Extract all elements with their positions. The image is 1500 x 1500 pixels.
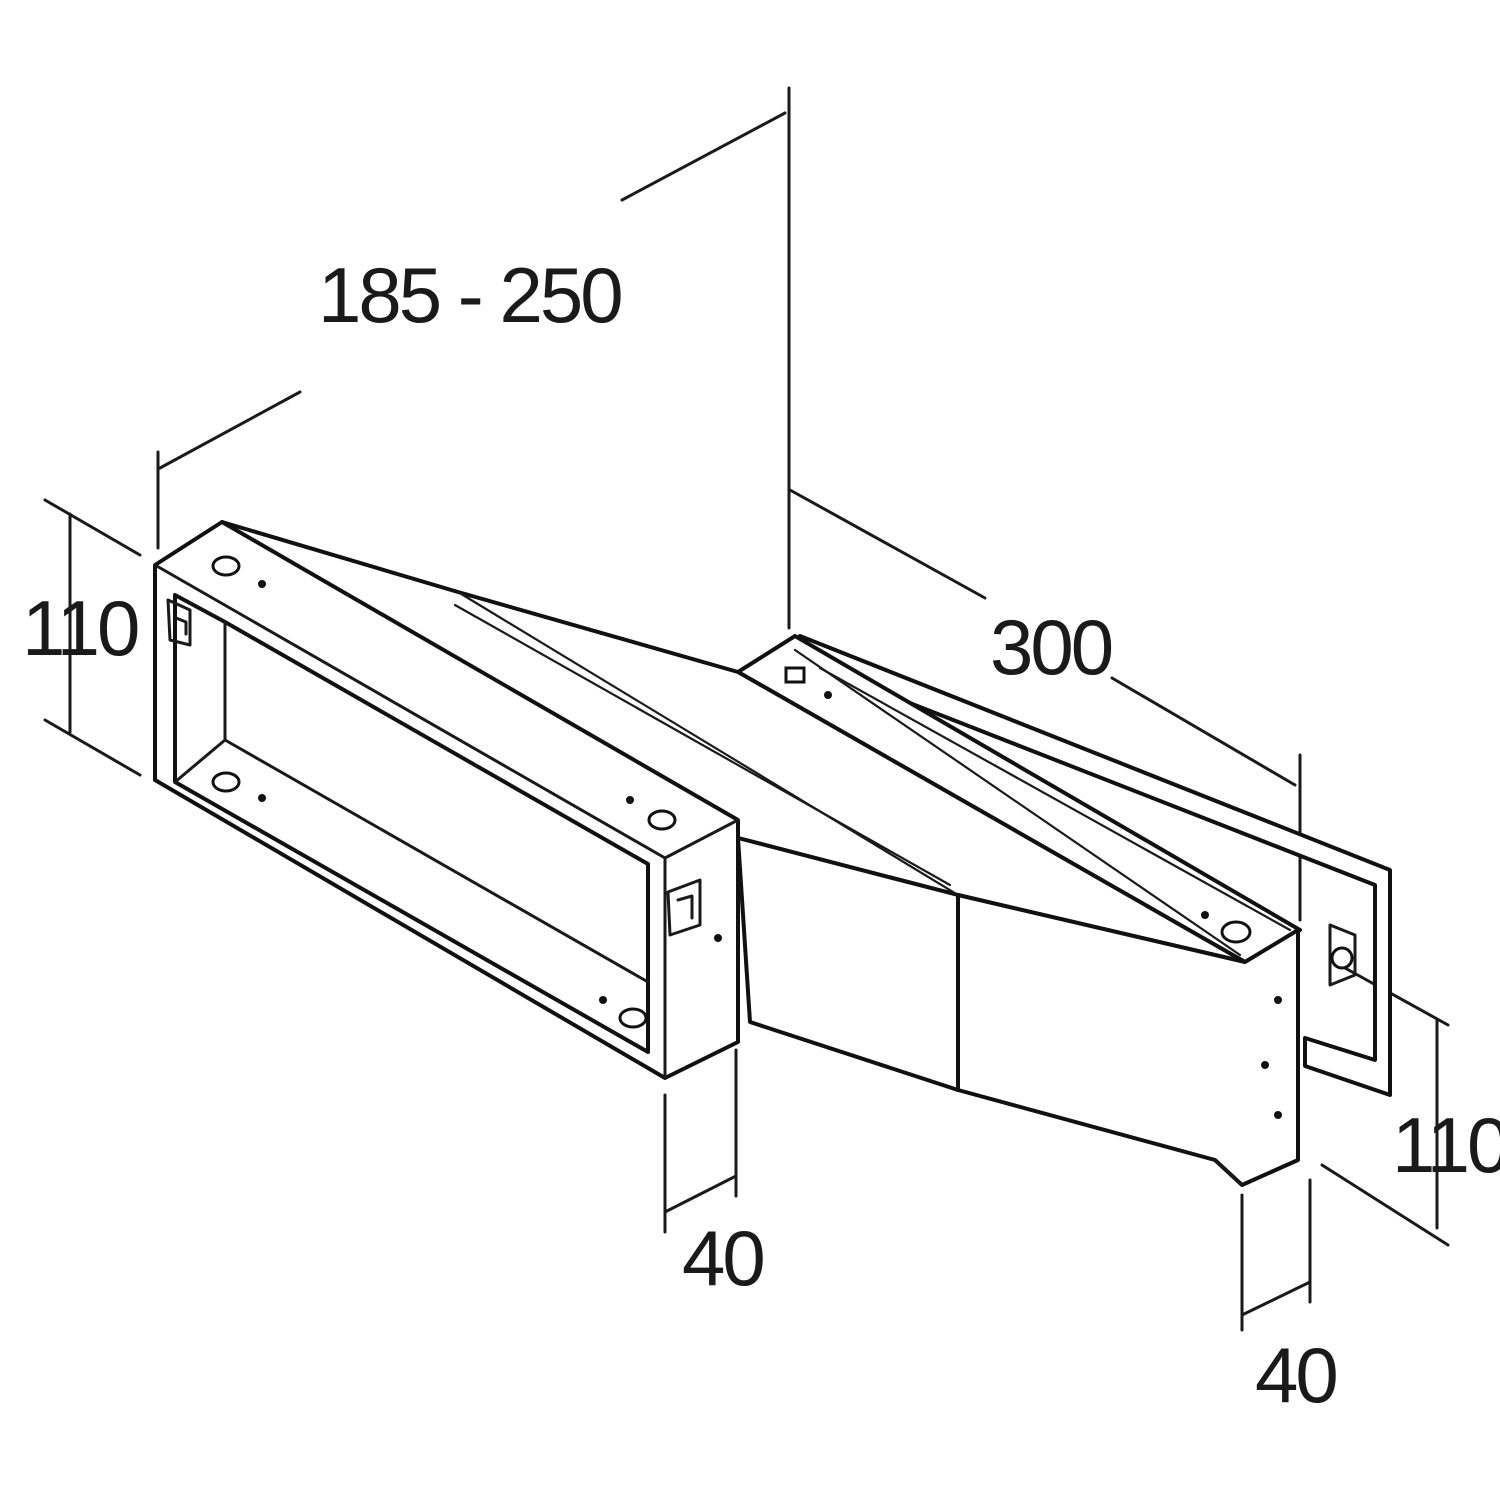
- left-box-inner-opening: [173, 593, 650, 1054]
- screw-dot-8: [1261, 1061, 1269, 1069]
- dimension-lines: [43, 86, 1450, 1332]
- screw-dot-4: [599, 996, 607, 1004]
- sleeve-foot-line: [1213, 1158, 1244, 1187]
- ext-line-height-left-top: [43, 498, 142, 557]
- sleeve-guide-line-1: [456, 590, 960, 897]
- rear-clip-hole: [1330, 946, 1354, 970]
- screw-dot-1: [258, 580, 266, 588]
- rear-clip: [1328, 923, 1357, 987]
- mounting-hole-1: [211, 555, 241, 577]
- screw-dot-5: [824, 691, 832, 699]
- screw-dot-2: [258, 794, 266, 802]
- mounting-hole-5: [1220, 920, 1252, 944]
- right-sleeve-face: [956, 893, 1300, 1187]
- dim-label-depth-right: 40: [1255, 1331, 1336, 1419]
- screw-dot-3: [626, 796, 634, 804]
- screw-dot-10: [714, 934, 722, 942]
- left-box-inner-floor-edge: [223, 738, 650, 984]
- left-box-top-corner: [663, 818, 740, 860]
- dim-line-width-left: [788, 488, 987, 600]
- ext-line-height-right-bottom: [1320, 1163, 1450, 1247]
- sleeve-guide-line-3: [793, 648, 1242, 957]
- dim-line-length-lower: [158, 390, 302, 470]
- dim-line-depth-right: [1240, 1280, 1312, 1317]
- screw-dot-7: [1274, 996, 1282, 1004]
- dim-label-width: 300: [990, 603, 1112, 691]
- mounting-hole-4: [618, 1007, 648, 1029]
- screw-dot-6: [1201, 911, 1209, 919]
- mounting-slot-1: [784, 666, 806, 684]
- left-clip: [166, 598, 192, 647]
- screw-dot-9: [1274, 1111, 1282, 1119]
- dim-label-depth-left: 40: [682, 1214, 763, 1302]
- dim-label-length: 185 - 250: [318, 251, 621, 339]
- left-box-top-edge: [153, 563, 667, 860]
- dim-label-height-right: 110: [1392, 1101, 1500, 1189]
- dim-line-depth-left: [663, 1174, 738, 1214]
- ext-line-height-right-top: [1343, 966, 1450, 1027]
- dim-line-length-upper: [620, 111, 787, 202]
- left-box-inner-floor-corner: [173, 738, 227, 784]
- mounting-hole-2: [211, 771, 241, 793]
- dim-line-width-right: [1110, 676, 1297, 787]
- dim-label-height-left: 110: [22, 584, 138, 672]
- ext-line-height-left-bottom: [43, 718, 142, 777]
- mounting-hole-3: [647, 809, 677, 831]
- sleeve-guide-line-4: [818, 666, 1292, 932]
- front-clip: [666, 878, 702, 937]
- frame-body: [153, 520, 1392, 1187]
- sleeve-guide-line-2: [453, 603, 952, 887]
